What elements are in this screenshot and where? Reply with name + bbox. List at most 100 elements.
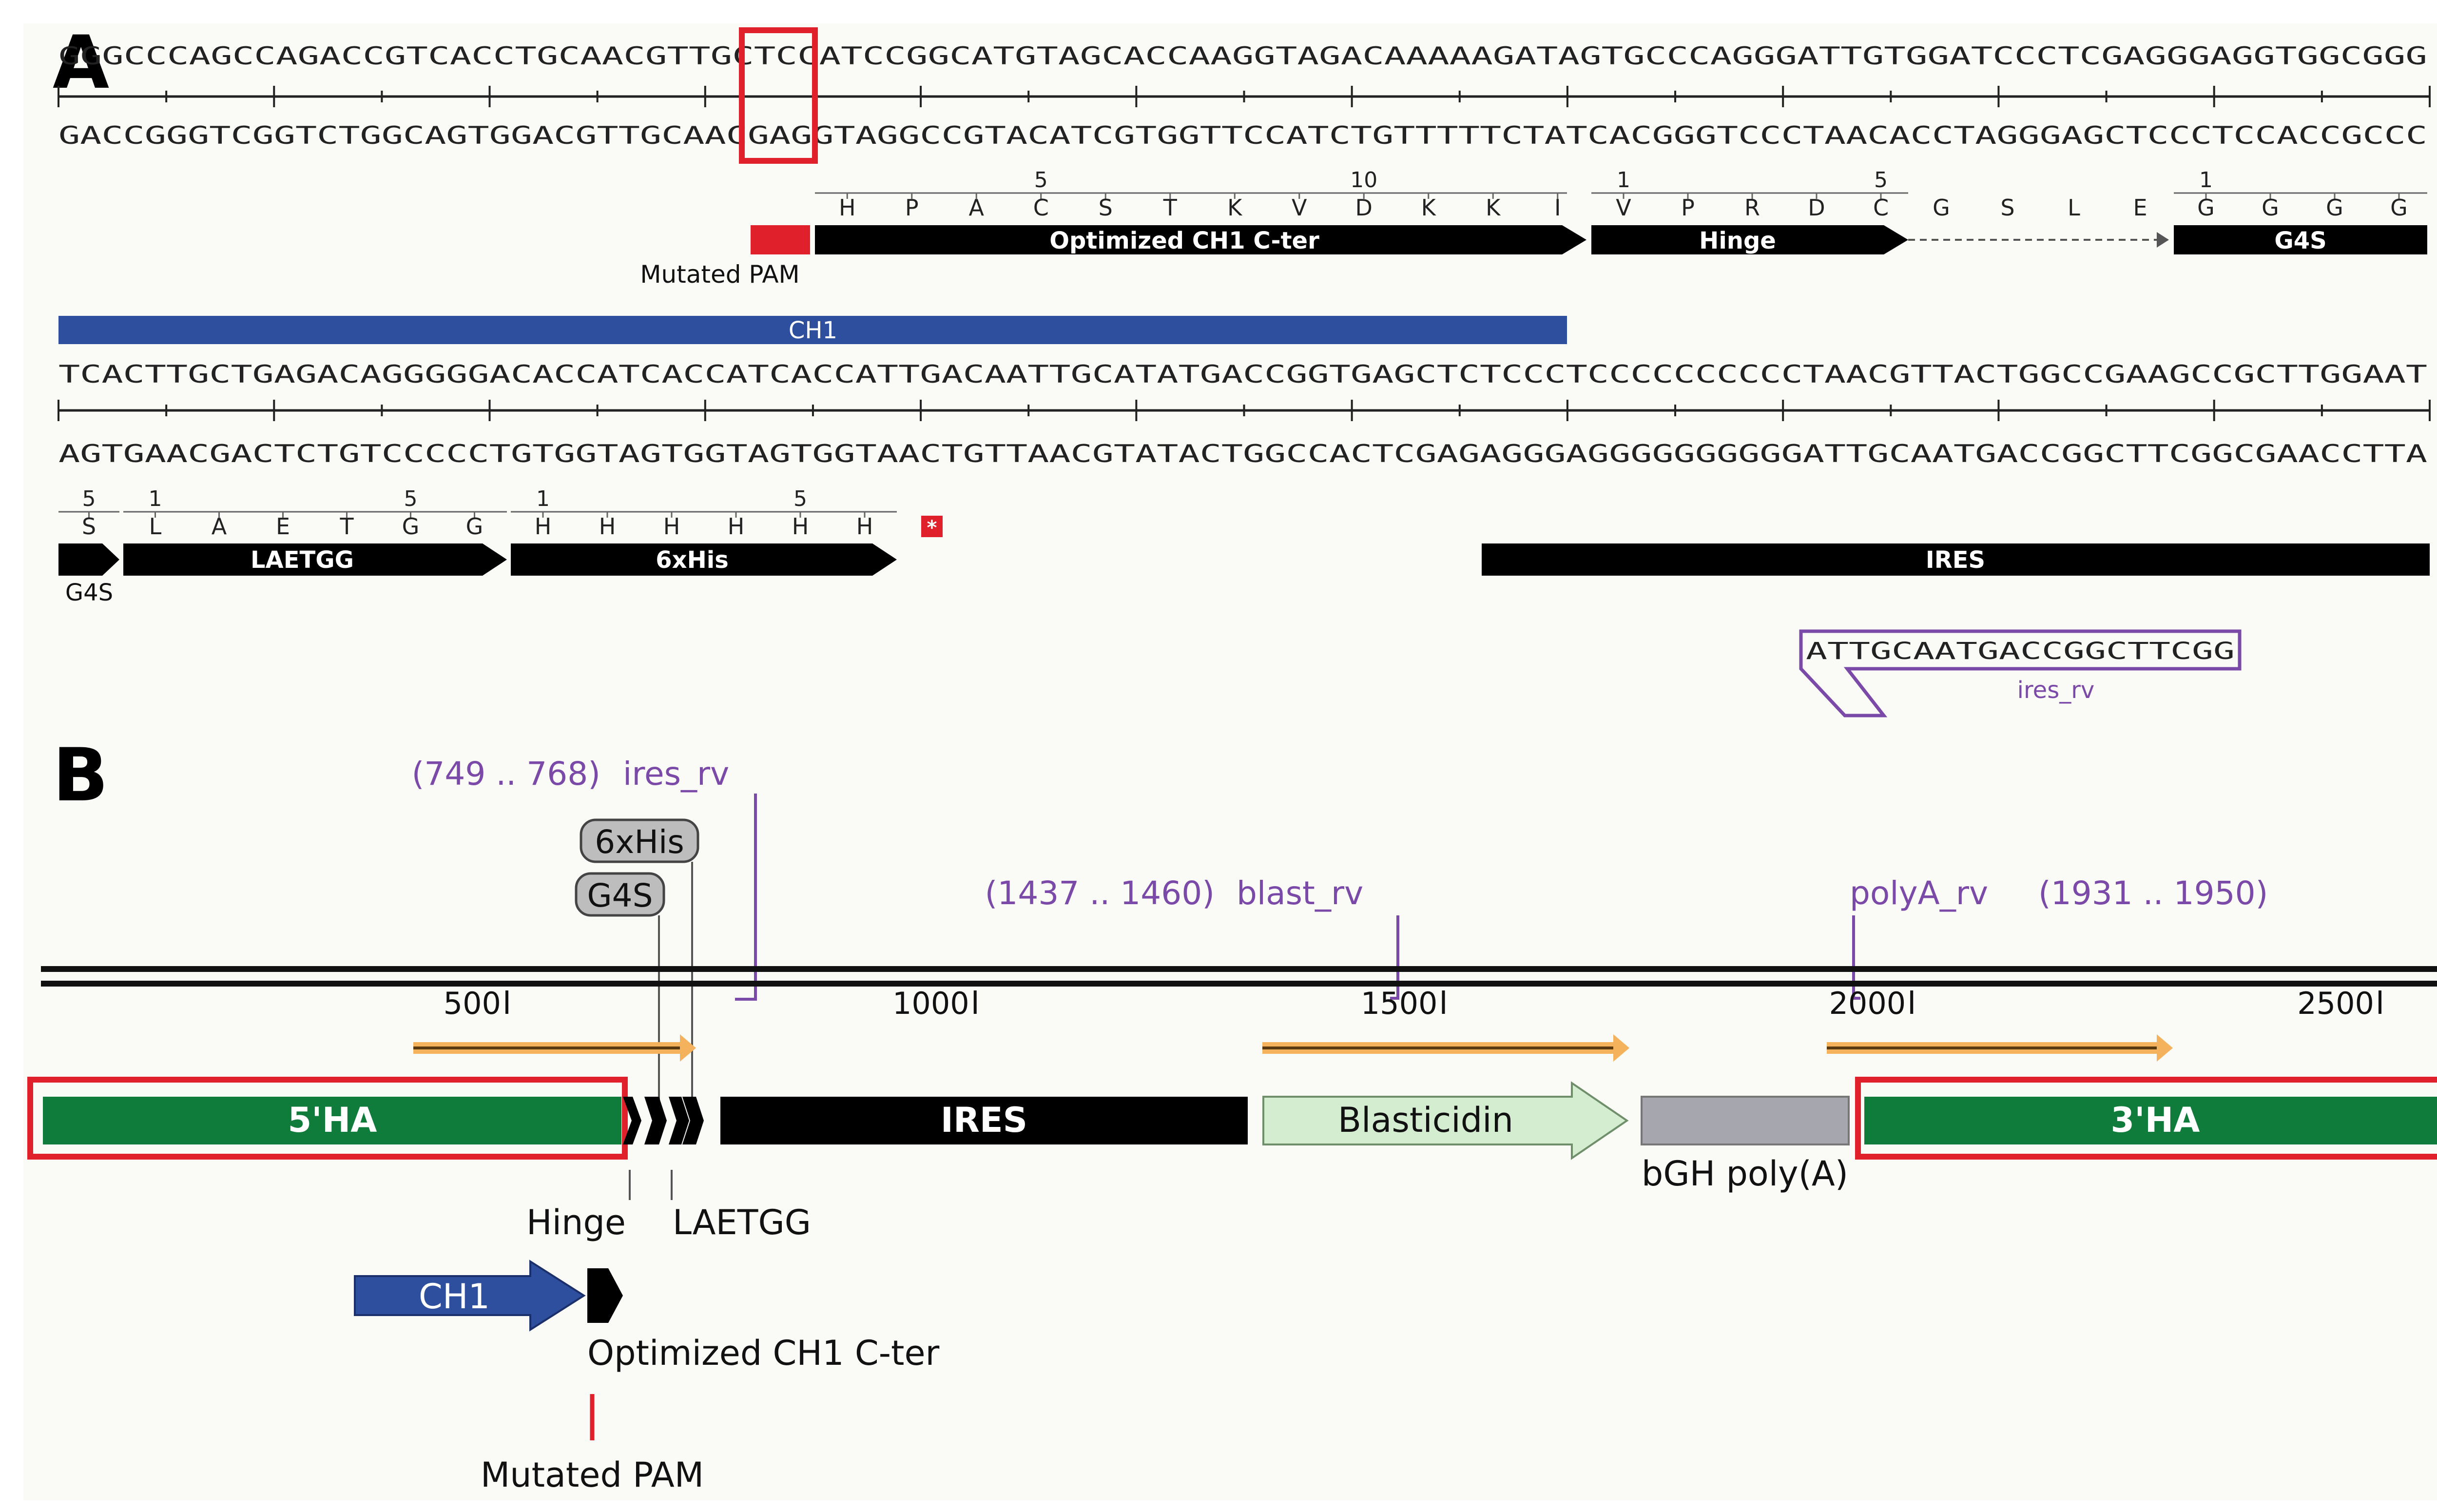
row1-top-sequence: GGGCCCAGCCAGACCGTCACCTGCAACGTTGCTCCATCCG… — [58, 42, 2427, 70]
his-tag-badge-label: 6xHis — [595, 823, 684, 861]
amino-acid-letter: G — [466, 513, 484, 540]
scale-tick-label: 2500 — [2297, 986, 2374, 1021]
amino-acid-letter: G — [2262, 194, 2279, 221]
amino-acid-letter: P — [905, 194, 919, 221]
residue-number: 1 — [1617, 168, 1630, 193]
row2-bottom-sequence: AGTGAACGACTCTGTCCCCCTGTGGTAGTGGTAGTGGTAA… — [58, 440, 2427, 468]
amino-acid-letter: H — [599, 513, 616, 540]
amino-acid-letter: K — [1486, 194, 1501, 221]
g4s-label-bottom: G4S — [65, 579, 113, 606]
ch1-arrow-label: CH1 — [419, 1277, 490, 1317]
mutated-pam-label-b: Mutated PAM — [481, 1455, 704, 1495]
amino-acid-letter: H — [535, 513, 552, 540]
residue-number: 10 — [1350, 168, 1377, 193]
amino-acid-letter: H — [856, 513, 873, 540]
ires-rv-primer-name-b: ires_rv — [623, 755, 729, 793]
ch1-bar — [58, 316, 1567, 344]
scale-tick-label: 1000 — [892, 986, 969, 1021]
amino-acid-letter: K — [1227, 194, 1243, 221]
blasticidin-label: Blasticidin — [1338, 1100, 1513, 1140]
amino-acid-letter: D — [1355, 194, 1373, 221]
amino-acid-letter: L — [149, 513, 162, 540]
panel-a: A GGGCCCAGCCAGACCGTCACCTGCAACGTTGCTCCATC… — [23, 20, 2437, 720]
ha5-label: 5'HA — [288, 1100, 377, 1140]
amino-acid-letter: H — [792, 513, 809, 540]
stop-codon-box — [921, 516, 943, 537]
amino-acid-letter: A — [969, 194, 985, 221]
hinge-label: Hinge — [1699, 227, 1776, 254]
optimized-ch1-cter-label: Optimized CH1 C-ter — [1049, 227, 1319, 254]
orf-arrow-1 — [413, 1034, 696, 1062]
hinge-arrow — [1591, 225, 1908, 254]
g4s-feature-top — [2174, 225, 2427, 254]
amino-acid-letter: V — [1616, 194, 1631, 221]
blast-rv-primer-range: (1437 .. 1460) — [985, 874, 1215, 912]
small-feature-2 — [644, 1097, 667, 1144]
residue-number: 1 — [149, 486, 162, 511]
mutated-pam-label: Mutated PAM — [640, 260, 799, 289]
amino-acid-letter: A — [212, 513, 227, 540]
amino-acid-letter: R — [1744, 194, 1760, 221]
scale-tick-label: 500 — [444, 986, 501, 1021]
ires-label-b: IRES — [941, 1100, 1027, 1140]
residue-number: 1 — [536, 486, 550, 511]
g4s-label-top: G4S — [2274, 227, 2326, 254]
amino-acid-letter: I — [1554, 194, 1561, 221]
amino-acid-letter: S — [2000, 194, 2014, 221]
amino-acid-letter: C — [1873, 194, 1889, 221]
ha3-highlight-box — [1855, 1077, 2437, 1160]
mutated-pam-feature — [751, 225, 810, 254]
residue-number: 1 — [2199, 168, 2213, 193]
panel-a-label: A — [53, 20, 109, 105]
stop-codon-mark: * — [927, 517, 937, 539]
his-tag-label: 6xHis — [656, 546, 729, 574]
blast-rv-primer-name: blast_rv — [1237, 874, 1363, 912]
amino-acid-letter: G — [2197, 194, 2215, 221]
amino-acid-letter: G — [402, 513, 420, 540]
amino-acid-letter: V — [1292, 194, 1307, 221]
ires-feature-a — [1482, 543, 2430, 576]
row1-bottom-sequence: GACCGGGTCGGTCTGGCAGTGGACGTTGCAACGAGGTAGG… — [58, 121, 2427, 150]
amino-acid-letter: T — [1163, 194, 1178, 221]
residue-number: 5 — [1034, 168, 1048, 193]
ires-label-a: IRES — [1926, 546, 1985, 574]
ires-rv-primer-arrow — [1799, 629, 2242, 717]
bgh-polya-label: bGH poly(A) — [1642, 1154, 1848, 1194]
row2-top-sequence: TCACTTGCTGAGACAGGGGGACACCATCACCATCACCATT… — [58, 360, 2427, 388]
g4s-arrow-bottom — [58, 543, 119, 576]
pam-highlight-box — [739, 27, 818, 164]
ha3-label: 3'HA — [2111, 1100, 2200, 1140]
g4s-tag-badge — [575, 872, 665, 917]
ires-rv-primer-tick — [735, 794, 757, 1001]
ch1-arrow — [354, 1260, 586, 1332]
linker-arrowhead — [2157, 232, 2169, 248]
polya-rv-primer-name: polyA_rv — [1850, 874, 1988, 912]
amino-acid-letter: C — [1033, 194, 1049, 221]
amino-acid-letter: T — [339, 513, 354, 540]
his-tag-badge — [580, 818, 699, 863]
ha5-feature — [43, 1097, 621, 1144]
ha3-feature — [1864, 1097, 2437, 1144]
row2-ruler — [58, 400, 2431, 421]
amino-acid-letter: S — [1099, 194, 1113, 221]
bgh-polya-feature — [1641, 1096, 1850, 1145]
polya-rv-primer-range: (1931 .. 1950) — [2038, 874, 2268, 912]
amino-acid-letter: G — [2326, 194, 2343, 221]
ires-rv-primer-range: (749 .. 768) — [412, 755, 600, 793]
blasticidin-arrow — [1262, 1081, 1629, 1160]
row1-ruler — [58, 86, 2431, 107]
optimized-ch1-cter-arrow-b — [587, 1268, 623, 1323]
small-feature-4 — [682, 1097, 704, 1144]
amino-acid-letter: G — [1933, 194, 1950, 221]
amino-acid-letter: P — [1681, 194, 1695, 221]
optimized-ch1-cter-label-b: Optimized CH1 C-ter — [587, 1333, 940, 1373]
panel-b: B (749 .. 768) ires_rv (1437 .. 1460) bl… — [23, 720, 2437, 1500]
blast-rv-primer-tick — [1390, 915, 1399, 1000]
amino-acid-letter: S — [82, 513, 96, 540]
his-tag-arrow — [511, 543, 897, 576]
small-feature-1 — [623, 1097, 641, 1144]
laetgg-arrow — [123, 543, 507, 576]
scale-tick-label: 2000 — [1829, 986, 1906, 1021]
